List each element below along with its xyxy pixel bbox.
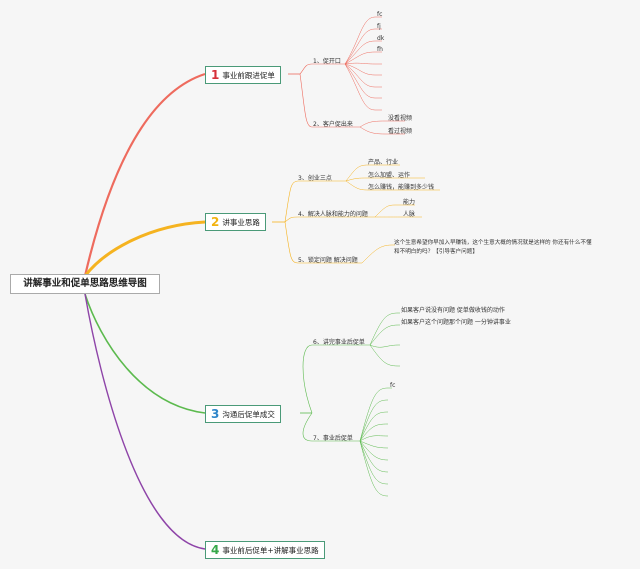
topic-line-2 xyxy=(299,73,360,128)
leaf-node[interactable]: fj xyxy=(377,23,381,30)
branch-line-4 xyxy=(84,293,206,550)
branch-label-1: 事业前跟进促单 xyxy=(222,71,275,80)
leaf-node[interactable]: 看过视频 xyxy=(388,128,413,135)
leaf-node[interactable]: 能力 xyxy=(403,199,416,206)
root-node[interactable]: 讲解事业和促单思路思维导图 xyxy=(10,274,160,294)
leaf-fan-1 xyxy=(344,16,382,111)
leaf-node[interactable]: fh xyxy=(377,46,383,53)
branch-label-4: 事业前后促单+讲解事业思路 xyxy=(222,546,319,555)
leaf-node[interactable]: fc xyxy=(390,382,396,389)
topic-lines-b2 xyxy=(284,180,375,264)
leaf-lines-b3 xyxy=(369,312,400,367)
leaf-lines-b2 xyxy=(345,164,440,264)
leaf-node[interactable]: 这个生意希望你早加入早赚钱，这个生意大概的情况就是这样的 你还有什么不懂 xyxy=(394,240,592,246)
leaf-lines-2 xyxy=(359,120,405,135)
topic-node-2[interactable]: 2、客户促出来 xyxy=(313,121,353,128)
topic-lines-b3 xyxy=(302,344,370,442)
leaf-node[interactable]: 没看视频 xyxy=(388,115,413,122)
branch-number-2: 2 xyxy=(211,215,220,229)
leaf-node[interactable]: 人脉 xyxy=(403,211,416,218)
branch-line-3 xyxy=(84,293,206,414)
branch-number-1: 1 xyxy=(211,68,220,82)
topic-node-6[interactable]: 6、讲完事业后促单 xyxy=(313,339,365,346)
branch-line-2 xyxy=(83,220,206,277)
branch-label-2: 讲事业思路 xyxy=(222,218,260,227)
topic-node-7[interactable]: 7、事业后促单 xyxy=(313,435,353,442)
leaf-node[interactable]: 如果客户说没有问题 促单做收钱的动作 xyxy=(401,307,505,314)
branch-number-4: 4 xyxy=(211,543,220,557)
topic-node-3[interactable]: 3、创业三点 xyxy=(298,175,332,182)
leaf-node[interactable]: fc xyxy=(377,11,383,18)
leaf-node[interactable]: dk xyxy=(377,35,385,42)
leaf-node[interactable]: 怎么加盟、运作 xyxy=(368,172,411,179)
topic-node-5[interactable]: 5、锁定问题 解决问题 xyxy=(298,257,358,264)
leaf-node[interactable]: 如果客户这个问题那个问题 一分钟讲事业 xyxy=(401,319,511,326)
topic-node-1[interactable]: 1、促开口 xyxy=(313,58,341,65)
leaf-fan-7 xyxy=(359,387,392,497)
topic-node-4[interactable]: 4、解决人脉和能力的问题 xyxy=(298,211,368,218)
topic-line-1 xyxy=(299,63,345,75)
leaf-node[interactable]: 怎么赚钱，能赚到多少钱 xyxy=(368,184,435,191)
branch-label-3: 沟通后促单成交 xyxy=(222,410,275,419)
branch-number-3: 3 xyxy=(211,407,220,421)
leaf-node[interactable]: 和不明白的吗？【引导客户问题】 xyxy=(394,249,478,255)
leaf-node[interactable]: 产品、行业 xyxy=(368,159,399,166)
branch-line-1 xyxy=(83,72,206,277)
